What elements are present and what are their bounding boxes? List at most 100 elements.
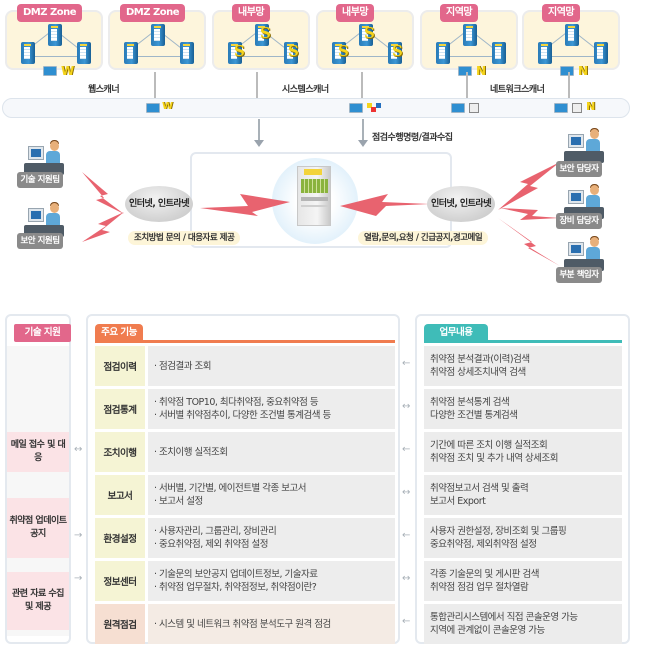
management-server-icon bbox=[297, 166, 331, 226]
system-scanner-label: 시스템스캐너 bbox=[282, 85, 329, 95]
function-description-line: · 서버별 취약점추이, 다양한 조건별 통계검색 등 bbox=[154, 410, 331, 421]
connector-arrow-icon: ← bbox=[402, 616, 411, 627]
function-description: · 조치이행 실적조회 bbox=[148, 432, 395, 472]
pc-icon bbox=[451, 103, 465, 113]
connector-line bbox=[154, 72, 156, 98]
zone-label: DMZ Zone bbox=[17, 4, 83, 22]
system-marker-icon: S bbox=[260, 24, 271, 42]
work-row-line: 취약점 분석통계 검색 bbox=[430, 397, 510, 408]
function-description-line: · 기술문의 보안공지 업데이트정보, 기술자료 bbox=[154, 569, 318, 580]
connector-line bbox=[568, 72, 570, 98]
tech-support-item: 취약점 업데이트 공지 bbox=[7, 498, 69, 558]
connector-arrow-icon: ↔ bbox=[402, 487, 411, 498]
pc-icon bbox=[349, 103, 363, 113]
connector-arrow-icon: ↔ bbox=[74, 444, 83, 455]
function-description: · 취약점 TOP10, 최다취약점, 중요취약점 등 · 서버별 취약점추이, … bbox=[148, 389, 395, 429]
right-bolt-upper bbox=[498, 162, 560, 210]
arrow-down-icon bbox=[358, 140, 368, 147]
connector-line bbox=[362, 119, 364, 141]
network-marker-icon: N bbox=[586, 100, 596, 113]
agent-icon bbox=[376, 103, 381, 108]
left-bolt-upper bbox=[82, 172, 124, 214]
device-icon bbox=[572, 103, 582, 113]
zone-label: DMZ Zone bbox=[120, 4, 186, 22]
connector-arrow-icon: ← bbox=[402, 358, 411, 369]
function-description-line: · 중요취약점, 제외 취약점 설정 bbox=[154, 539, 269, 550]
function-row: 환경설정· 사용자관리, 그룹관리, 장비관리· 중요취약점, 제외 취약점 설… bbox=[95, 518, 395, 558]
tech-support-panel: 기술 지원 메일 접수 및 대응 취약점 업데이트 공지 관련 자료 수집 및 … bbox=[5, 314, 71, 644]
network-marker-icon: N bbox=[578, 64, 589, 78]
network-link bbox=[29, 56, 83, 57]
function-description-line: · 취약점 업무절차, 취약점정보, 취약점이란? bbox=[154, 582, 317, 593]
work-row-line: 지역에 관계없이 콘솔운영 가능 bbox=[430, 625, 545, 636]
connector-arrow-icon: ↔ bbox=[402, 573, 411, 584]
work-row-line: 통합관리시스템에서 직접 콘솔운영 가능 bbox=[430, 612, 578, 623]
network-link bbox=[340, 56, 394, 57]
connector-line bbox=[256, 72, 258, 98]
work-row-line: 중요취약점, 제외취약점 설정 bbox=[430, 539, 537, 550]
pc-icon bbox=[458, 66, 472, 76]
zone-label: 지역망 bbox=[542, 4, 581, 22]
function-description-line: · 취약점 TOP10, 최다취약점, 중요취약점 등 bbox=[154, 397, 319, 408]
server-icon bbox=[180, 42, 194, 64]
left-bolt-lower bbox=[82, 212, 124, 242]
pc-icon bbox=[554, 103, 568, 113]
center-bolt-left bbox=[200, 194, 290, 216]
pc-icon bbox=[43, 66, 57, 76]
server-icon bbox=[228, 42, 242, 64]
pc-icon bbox=[560, 66, 574, 76]
function-description-line: · 보고서 설정 bbox=[154, 496, 203, 507]
server-icon bbox=[388, 42, 402, 64]
zone-label: 내부망 bbox=[336, 4, 375, 22]
web-scanner-label: 웹스캐너 bbox=[88, 85, 120, 95]
function-label: 원격점검 bbox=[95, 604, 145, 644]
zone-label: 내부망 bbox=[232, 4, 271, 22]
connector-arrow-icon: ← bbox=[402, 444, 411, 455]
left-network-cloud: 인터넷, 인트라넷 bbox=[125, 186, 193, 222]
function-description: · 시스템 및 네트워크 취약점 분석도구 원격 점검 bbox=[148, 604, 395, 644]
function-description: · 점검결과 조회 bbox=[148, 346, 395, 386]
work-content-rule bbox=[424, 340, 622, 343]
function-description: · 서버별, 기간별, 에이전트별 각종 보고서· 보고서 설정 bbox=[148, 475, 395, 515]
function-label: 환경설정 bbox=[95, 518, 145, 558]
server-icon bbox=[359, 24, 373, 46]
tech-support-title: 기술 지원 bbox=[14, 324, 71, 342]
connector-arrow-icon: → bbox=[74, 573, 83, 584]
center-bolt-right bbox=[340, 194, 430, 216]
right-network-cloud: 인터넷, 인트라넷 bbox=[427, 186, 495, 222]
work-row-line: 취약점 분석결과(이력)검색 bbox=[430, 354, 530, 365]
server-icon bbox=[538, 42, 552, 64]
agent-icon bbox=[367, 103, 372, 108]
connector-line bbox=[361, 72, 363, 98]
right-bolt-middle bbox=[500, 208, 560, 220]
function-label: 점검이력 bbox=[95, 346, 145, 386]
system-marker-icon: S bbox=[338, 42, 349, 60]
work-row-line: 취약점 조치 및 추가 내역 상세조회 bbox=[430, 453, 558, 464]
work-content-title: 업무내용 bbox=[424, 324, 488, 342]
function-label: 보고서 bbox=[95, 475, 145, 515]
function-row: 원격점검· 시스템 및 네트워크 취약점 분석도구 원격 점검 bbox=[95, 604, 395, 644]
tech-support-item: 메일 접수 및 대응 bbox=[7, 432, 69, 472]
main-functions-rule bbox=[95, 340, 395, 343]
server-icon bbox=[594, 42, 608, 64]
main-functions-title: 주요 기능 bbox=[95, 324, 143, 342]
tech-support-item: 관련 자료 수집 및 제공 bbox=[7, 572, 69, 630]
connector-line bbox=[258, 119, 260, 141]
connector-arrow-icon: ← bbox=[402, 530, 411, 541]
work-row-line: 취약점보고서 검색 및 출력 bbox=[430, 483, 529, 494]
server-icon bbox=[284, 42, 298, 64]
web-marker-icon: W bbox=[61, 64, 75, 78]
role-tag-tech-support: 기술 지원팀 bbox=[17, 172, 63, 188]
work-row-line: 취약점 점검 업무 절차열람 bbox=[430, 582, 529, 593]
work-row-line: 보고서 Export bbox=[430, 496, 486, 507]
function-label: 정보센터 bbox=[95, 561, 145, 601]
system-marker-icon: S bbox=[364, 24, 375, 42]
